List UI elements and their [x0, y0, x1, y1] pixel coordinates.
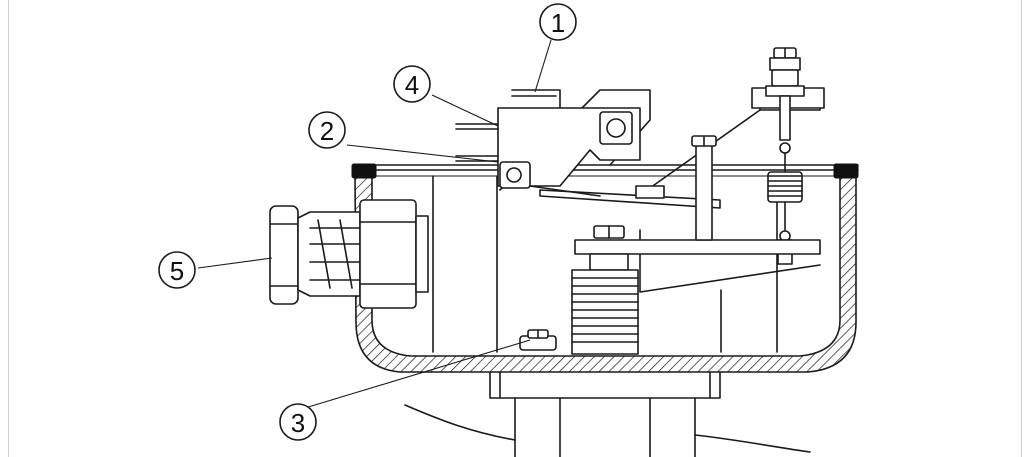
lever-plate: [574, 239, 821, 255]
callout-label-1: 1: [551, 8, 565, 38]
ground-wave-left: [404, 404, 516, 441]
ground-wave-right: [694, 434, 811, 453]
bottom-screw: [519, 329, 557, 351]
lever-post: [695, 143, 713, 241]
cable-gland: [269, 199, 429, 309]
leader-line-1: [534, 39, 552, 93]
leader-lines: [197, 39, 552, 409]
lever-arm: [539, 135, 821, 255]
gland-thread-end: [415, 215, 429, 293]
bellows-body: [571, 269, 639, 355]
gasket-left: [351, 163, 377, 179]
adjusting-screw: [765, 47, 805, 154]
callout-label-4: 4: [405, 70, 419, 100]
microswitch-nut: [599, 111, 633, 145]
callout-2: 2: [308, 111, 346, 149]
gland-lock-nut: [359, 199, 417, 309]
bellows: [571, 225, 639, 355]
gasket-right: [833, 163, 859, 179]
leader-line-4: [431, 94, 499, 127]
microswitch: [455, 89, 641, 197]
callout-3: 3: [279, 403, 317, 441]
callout-label-3: 3: [291, 408, 305, 438]
base-support: [404, 365, 811, 457]
callout-label-5: 5: [170, 256, 184, 286]
leader-line-5: [197, 257, 273, 269]
leader-line-3: [304, 339, 531, 409]
callout-5: 5: [158, 251, 196, 289]
callout-4: 4: [393, 65, 431, 103]
gland-nut-outer: [269, 205, 299, 305]
callout-1: 1: [539, 3, 577, 41]
spring-eye-top: [779, 142, 791, 154]
housing-body: [354, 164, 859, 373]
callout-label-2: 2: [320, 116, 334, 146]
leader-line-2: [346, 144, 499, 163]
